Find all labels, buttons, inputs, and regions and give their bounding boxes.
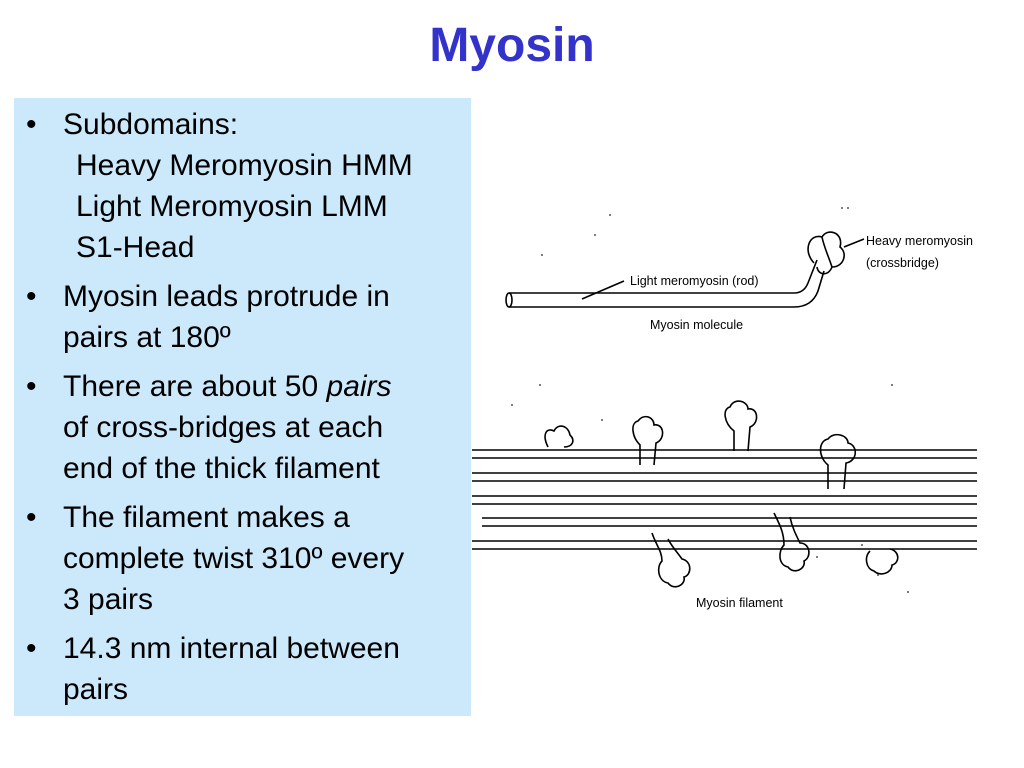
light-meromyosin-rod	[509, 259, 825, 308]
bullet-twist: • The filament makes a complete twist 31…	[14, 497, 471, 620]
bullet-cross-bridges: • There are about 50 pairs of cross-brid…	[14, 366, 471, 489]
heavy-meromyosin-head	[807, 231, 845, 275]
bullet-interval: • 14.3 nm internal between pairs	[14, 628, 471, 710]
bullet-protrude-pairs: • Myosin leads protrude in pairs at 180º	[14, 276, 471, 358]
bullet-text: end of the thick filament	[63, 452, 380, 485]
subdomain-light-meromyosin: Light Meromyosin LMM	[76, 190, 388, 223]
bullet-text: There are about 50 pairs	[63, 366, 465, 407]
crossbridge-head	[651, 532, 691, 588]
subdomain-heavy-meromyosin: Heavy Meromyosin HMM	[76, 149, 413, 182]
heavy-meromyosin-label: Heavy meromyosin	[866, 234, 973, 248]
bullet-subdomains: • Subdomains: Heavy Meromyosin HMM Light…	[14, 104, 471, 268]
crossbridge-head	[865, 548, 899, 575]
crossbridge-head	[544, 425, 574, 448]
bullet-marker: •	[26, 501, 37, 534]
bullet-text-emphasis: pairs	[326, 370, 392, 403]
subdomain-s1-head: S1-Head	[76, 231, 195, 264]
crossbridge-head	[724, 400, 758, 452]
myosin-diagram: Heavy meromyosin (crossbridge) Light mer…	[472, 207, 977, 610]
bullet-text: of cross-bridges at each	[63, 411, 384, 444]
bullet-text-part: There are about 50	[63, 370, 327, 403]
myosin-filament	[472, 400, 977, 588]
light-label-leader	[581, 280, 625, 300]
myosin-molecule-label: Myosin molecule	[650, 318, 743, 332]
bullet-text: pairs at 180º	[63, 321, 231, 354]
crossbridge-label: (crossbridge)	[866, 256, 939, 270]
slide-title: Myosin	[429, 19, 595, 72]
heavy-label-leader	[843, 238, 865, 248]
bullet-text: 14.3 nm internal between	[63, 632, 400, 665]
myosin-filament-label: Myosin filament	[696, 596, 783, 610]
bullet-text: pairs	[63, 673, 129, 706]
bullet-text: complete twist 310º every	[63, 542, 405, 575]
bullet-marker: •	[26, 280, 37, 313]
head-crease	[821, 236, 833, 268]
bullet-marker: •	[26, 370, 37, 403]
scan-speckles	[511, 207, 909, 593]
rod-end	[505, 292, 513, 308]
bullet-text: 3 pairs	[63, 583, 154, 616]
bullet-marker: •	[26, 108, 37, 141]
bullet-marker: •	[26, 632, 37, 665]
myosin-molecule	[505, 231, 865, 308]
crossbridge-head	[632, 415, 664, 466]
bullet-panel: • Subdomains: Heavy Meromyosin HMM Light…	[14, 98, 471, 716]
light-meromyosin-label: Light meromyosin (rod)	[630, 274, 759, 288]
crossbridge-head	[819, 433, 857, 490]
crossbridge-head	[773, 512, 810, 572]
bullet-text: Subdomains:	[63, 108, 239, 141]
bullet-text: Myosin leads protrude in	[63, 280, 390, 313]
bullet-text: The filament makes a	[63, 501, 350, 534]
